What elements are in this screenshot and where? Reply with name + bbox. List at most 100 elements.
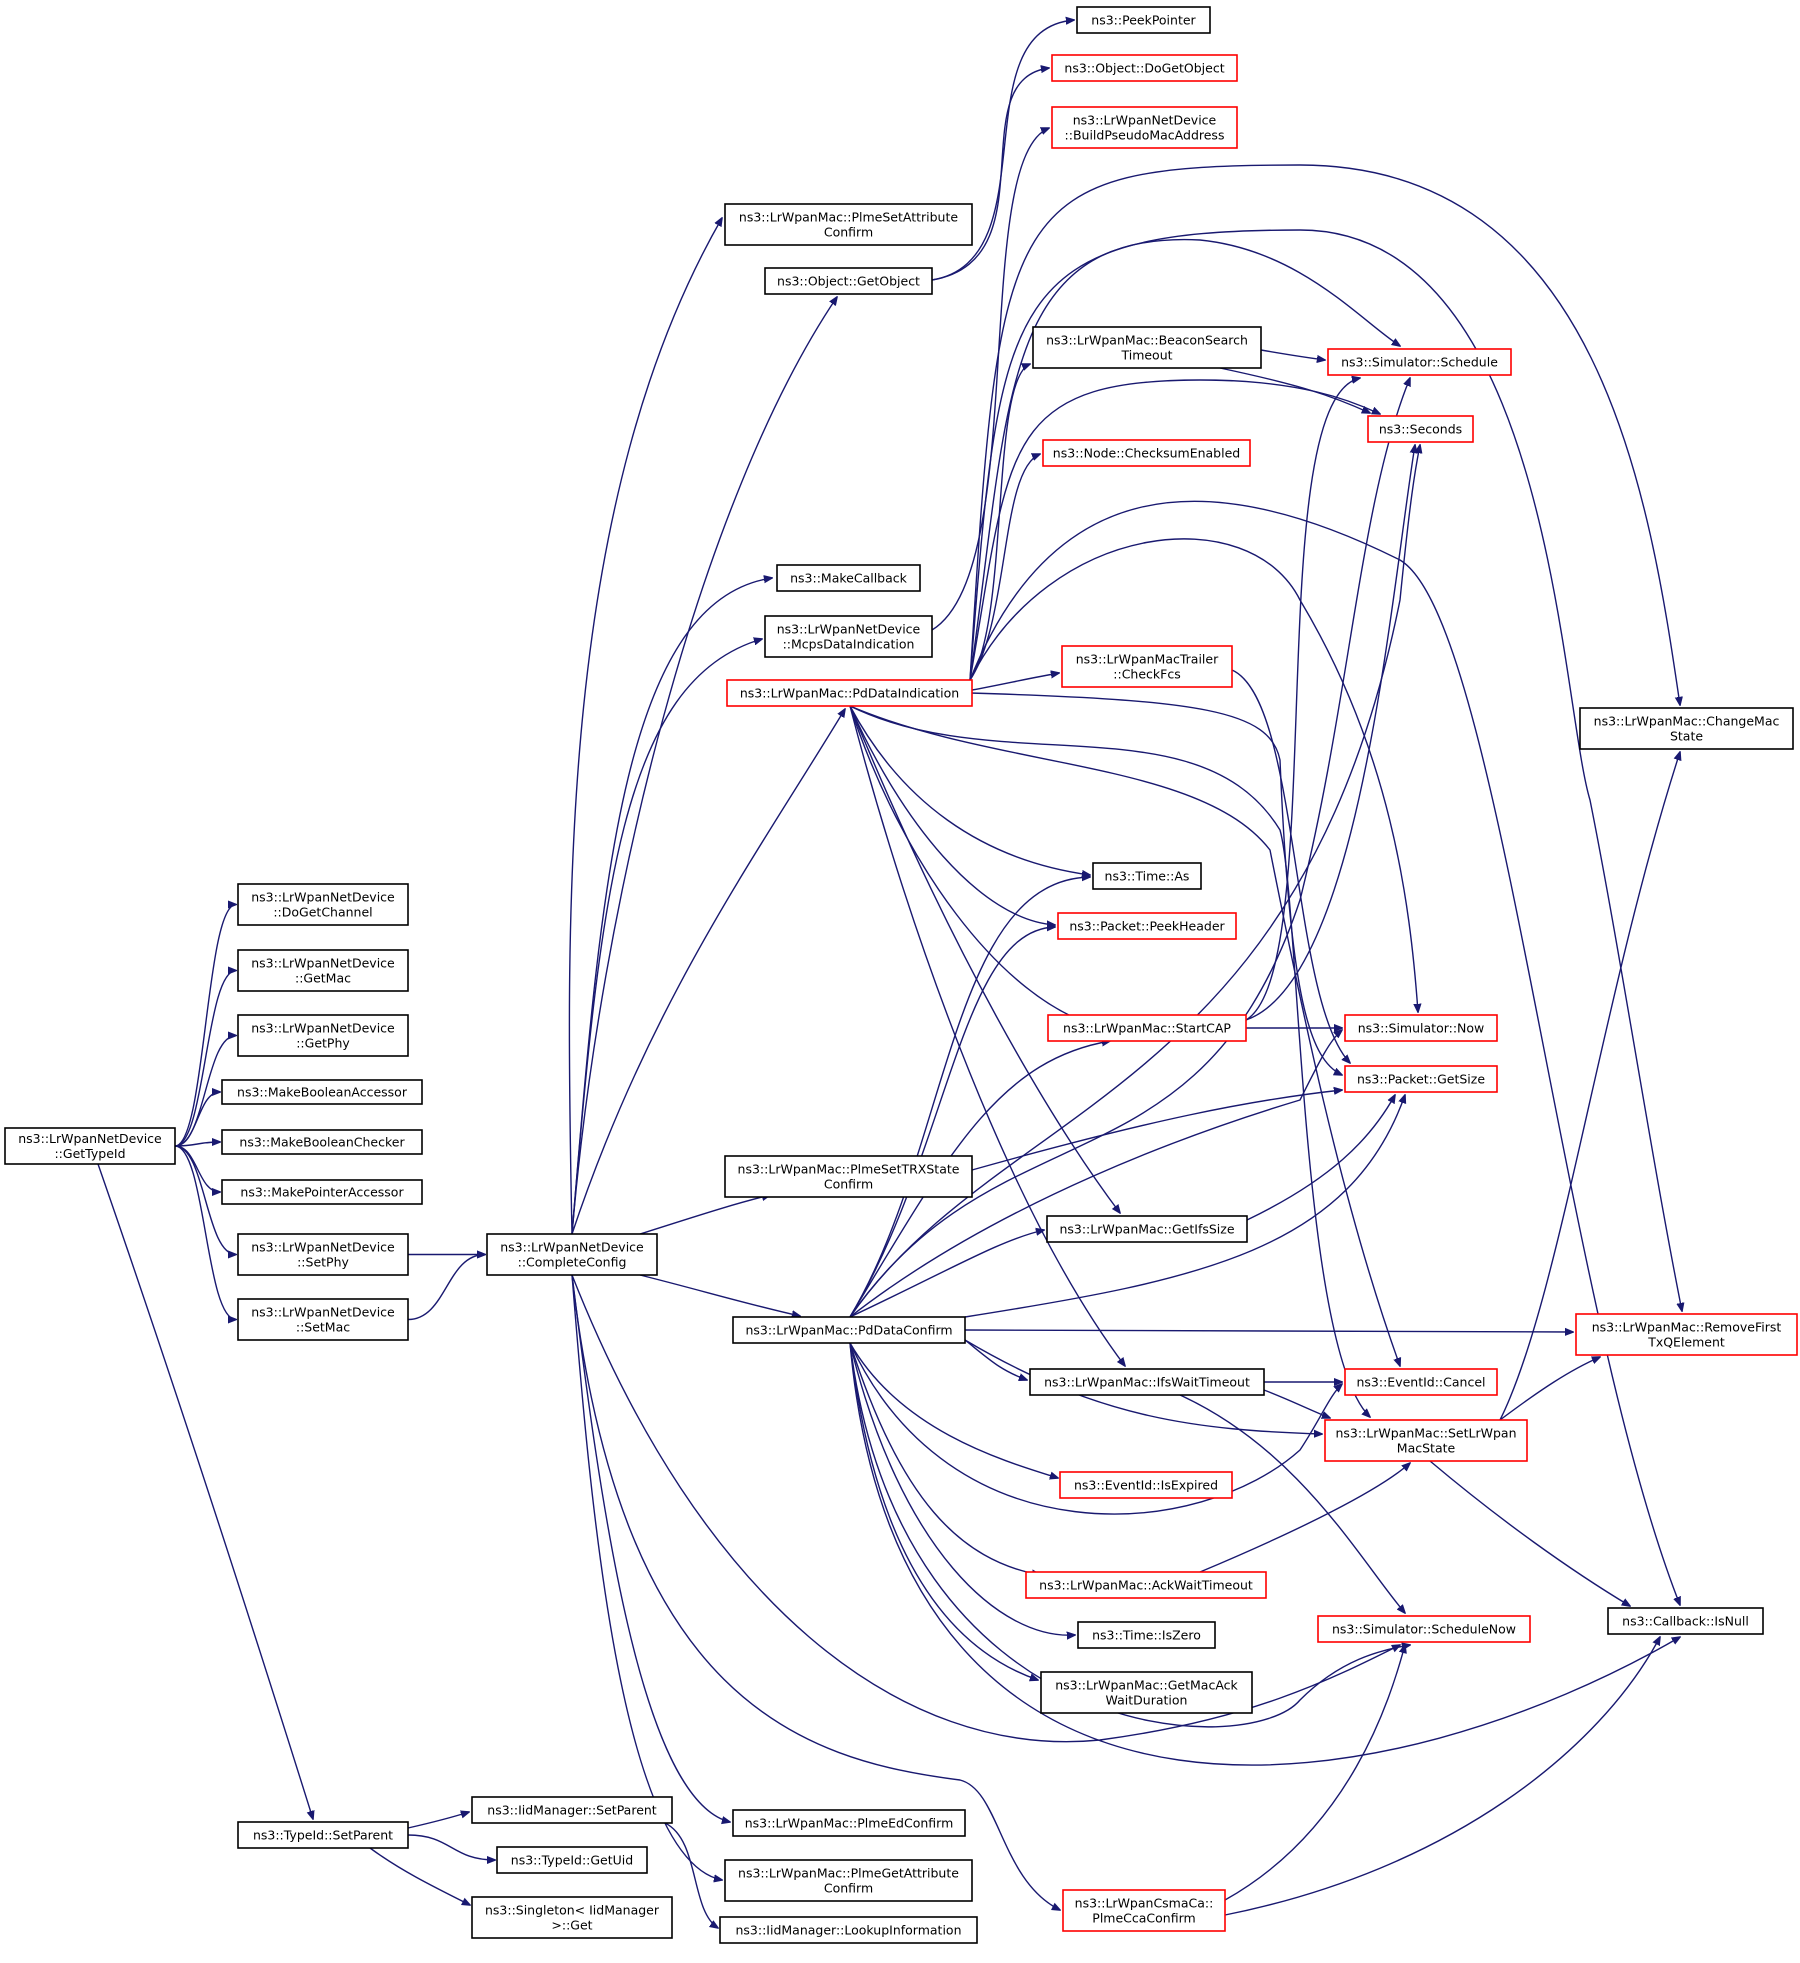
- edge-pdDataConfirm-to-peekHeader: [849, 927, 1055, 1318]
- edge-line: [571, 1274, 722, 1880]
- node-label: WaitDuration: [1106, 1693, 1188, 1708]
- node-makeBoolChk[interactable]: ns3::MakeBooleanChecker: [221, 1129, 423, 1155]
- node-peekPointer[interactable]: ns3::PeekPointer: [1076, 6, 1211, 34]
- edge-line: [964, 1339, 1322, 1434]
- node-plmeEdConfirm[interactable]: ns3::LrWpanMac::PlmeEdConfirm: [732, 1809, 966, 1837]
- edge-line: [174, 971, 236, 1147]
- node-objectGetObject[interactable]: ns3::Object::GetObject: [764, 267, 933, 295]
- edge-plmeCcaConfirm-to-callbackIsNull: [1224, 1637, 1660, 1916]
- node-label: ns3::LrWpanMac::PdDataIndication: [740, 686, 959, 701]
- node-label: ns3::LrWpanMac::AckWaitTimeout: [1039, 1578, 1253, 1593]
- node-box: [1344, 1065, 1498, 1093]
- node-seconds[interactable]: ns3::Seconds: [1367, 415, 1474, 443]
- node-iidSetParent[interactable]: ns3::IidManager::SetParent: [471, 1796, 673, 1824]
- node-getMac[interactable]: ns3::LrWpanNetDevice::GetMac: [237, 949, 409, 992]
- node-ackWaitTimeout[interactable]: ns3::LrWpanMac::AckWaitTimeout: [1025, 1571, 1267, 1599]
- node-pdDataConfirm[interactable]: ns3::LrWpanMac::PdDataConfirm: [732, 1316, 966, 1344]
- node-label: ns3::Callback::IsNull: [1622, 1614, 1749, 1629]
- node-label: ns3::Packet::PeekHeader: [1069, 919, 1225, 934]
- node-getPhy[interactable]: ns3::LrWpanNetDevice::GetPhy: [237, 1014, 409, 1057]
- node-label: ns3::LrWpanMac::PlmeSetAttribute: [739, 210, 958, 225]
- node-checksumEnabled[interactable]: ns3::Node::ChecksumEnabled: [1042, 439, 1251, 467]
- node-getIfsSize[interactable]: ns3::LrWpanMac::GetIfsSize: [1046, 1215, 1248, 1243]
- node-setPhy[interactable]: ns3::LrWpanNetDevice::SetPhy: [237, 1233, 409, 1276]
- node-typeIdSetParent[interactable]: ns3::TypeId::SetParent: [237, 1821, 409, 1849]
- node-box: [4, 1127, 176, 1165]
- node-label: Confirm: [824, 1177, 873, 1192]
- node-peekHeader[interactable]: ns3::Packet::PeekHeader: [1057, 912, 1237, 940]
- node-label: ns3::MakeBooleanChecker: [239, 1135, 405, 1150]
- edge-pdDataIndication-to-simNow: [969, 538, 1418, 1012]
- node-doGetObject[interactable]: ns3::Object::DoGetObject: [1051, 54, 1238, 82]
- node-box: [726, 679, 973, 707]
- node-pdDataIndication[interactable]: ns3::LrWpanMac::PdDataIndication: [726, 679, 973, 707]
- node-isExpired[interactable]: ns3::EventId::IsExpired: [1059, 1471, 1233, 1499]
- node-callbackIsNull[interactable]: ns3::Callback::IsNull: [1607, 1607, 1764, 1635]
- node-label: ns3::Object::GetObject: [777, 274, 920, 289]
- node-simSchedule[interactable]: ns3::Simulator::Schedule: [1327, 348, 1512, 376]
- node-doGetChannel[interactable]: ns3::LrWpanNetDevice::DoGetChannel: [237, 883, 409, 926]
- node-timeIsZero[interactable]: ns3::Time::IsZero: [1077, 1621, 1216, 1649]
- node-label: ns3::LrWpanNetDevice: [251, 1021, 395, 1036]
- edge-line: [568, 218, 722, 1235]
- edge-completeConfig-to-objectGetObject: [571, 297, 837, 1235]
- edge-line: [849, 1342, 1680, 1766]
- edge-line: [849, 705, 1120, 1213]
- node-scheduleNow[interactable]: ns3::Simulator::ScheduleNow: [1317, 1615, 1531, 1643]
- node-box: [1077, 1621, 1216, 1649]
- node-singletonGet[interactable]: ns3::Singleton< IidManager>::Get: [471, 1896, 673, 1939]
- node-getUid[interactable]: ns3::TypeId::GetUid: [496, 1846, 648, 1874]
- node-box: [1059, 1471, 1233, 1499]
- edge-completeConfig-to-mcpsDataIndication: [571, 639, 762, 1235]
- edge-completeConfig-to-pdDataIndication: [571, 709, 845, 1235]
- node-packetGetSize[interactable]: ns3::Packet::GetSize: [1344, 1065, 1498, 1093]
- node-mcpsDataIndication[interactable]: ns3::LrWpanNetDevice::McpsDataIndication: [764, 615, 933, 658]
- node-box: [237, 1014, 409, 1057]
- edge-startCAP-to-simSchedule: [1245, 378, 1360, 1021]
- edge-pdDataConfirm-to-startCAP: [849, 1041, 1110, 1318]
- node-checkFcs[interactable]: ns3::LrWpanMacTrailer::CheckFcs: [1061, 645, 1233, 688]
- node-label: ns3::MakeBooleanAccessor: [237, 1085, 408, 1100]
- edge-setLrWpanMacState-to-changeMacState: [1499, 752, 1680, 1421]
- node-eventCancel[interactable]: ns3::EventId::Cancel: [1344, 1368, 1498, 1396]
- node-box: [237, 949, 409, 992]
- edge-line: [849, 1342, 1058, 1478]
- node-root[interactable]: ns3::LrWpanNetDevice::GetTypeId: [4, 1127, 176, 1165]
- node-ifsWaitTimeout[interactable]: ns3::LrWpanMac::IfsWaitTimeout: [1029, 1368, 1265, 1396]
- node-box: [1029, 1368, 1265, 1396]
- node-makeCallback[interactable]: ns3::MakeCallback: [776, 564, 921, 592]
- node-box: [1046, 1215, 1248, 1243]
- node-label: ns3::LrWpanMac::ChangeMac: [1594, 714, 1780, 729]
- node-box: [237, 1298, 409, 1341]
- node-plmeCcaConfirm[interactable]: ns3::LrWpanCsmaCa::PlmeCcaConfirm: [1062, 1889, 1226, 1932]
- node-simNow[interactable]: ns3::Simulator::Now: [1344, 1014, 1498, 1042]
- edge-pdDataIndication-to-peekHeader: [849, 705, 1055, 925]
- node-setMac[interactable]: ns3::LrWpanNetDevice::SetMac: [237, 1298, 409, 1341]
- edge-line: [849, 877, 1090, 1318]
- edge-completeConfig-to-scheduleNow: [571, 1274, 1400, 1743]
- node-completeConfig[interactable]: ns3::LrWpanNetDevice::CompleteConfig: [486, 1233, 658, 1276]
- node-label: ::GetMac: [295, 971, 351, 986]
- node-buildPseudoMac[interactable]: ns3::LrWpanNetDevice::BuildPseudoMacAddr…: [1051, 106, 1238, 149]
- edge-pdDataConfirm-to-isExpired: [849, 1342, 1058, 1478]
- node-box: [1076, 6, 1211, 34]
- node-lookupInfo[interactable]: ns3::IidManager::LookupInformation: [719, 1916, 978, 1944]
- node-timeAs[interactable]: ns3::Time::As: [1092, 862, 1202, 890]
- node-startCAP[interactable]: ns3::LrWpanMac::StartCAP: [1047, 1014, 1247, 1042]
- edge-line: [849, 1342, 1040, 1575]
- node-label: TxQElement: [1647, 1335, 1725, 1350]
- node-makeBoolAcc[interactable]: ns3::MakeBooleanAccessor: [221, 1079, 423, 1105]
- edge-line: [571, 709, 845, 1235]
- edge-root-to-typeIdSetParent: [97, 1163, 313, 1819]
- node-box: [237, 883, 409, 926]
- node-label: ::BuildPseudoMacAddress: [1065, 128, 1225, 143]
- node-makePtrAcc[interactable]: ns3::MakePointerAccessor: [221, 1179, 423, 1205]
